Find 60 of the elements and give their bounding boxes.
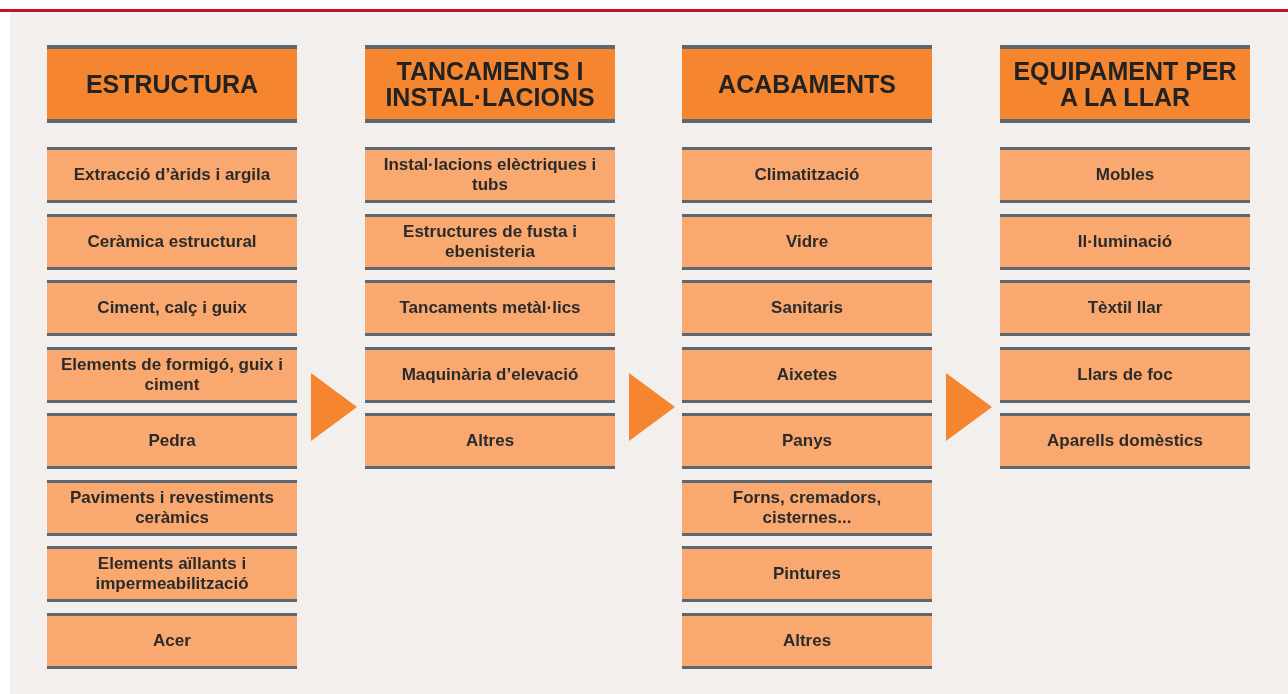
category-label: Tèxtil llar (1087, 298, 1163, 318)
header-text: TANCAMENTS I INSTAL·LACIONS (384, 57, 596, 111)
category-box (47, 346, 297, 403)
category-label: Aixetes (776, 364, 838, 385)
category-label: Llars de foc (1077, 364, 1173, 385)
category-label: Aparells domèstics (1047, 431, 1203, 451)
column-header (682, 45, 932, 123)
category-box (1000, 280, 1250, 336)
category-box (682, 346, 932, 403)
category-box (682, 147, 932, 203)
category-box (47, 213, 297, 270)
category-box (682, 546, 932, 602)
category-box (365, 413, 615, 469)
category-box (682, 413, 932, 469)
category-label: Mobles (1095, 165, 1155, 185)
category-box (47, 612, 297, 669)
category-label: Altres (782, 630, 832, 651)
category-label: Sanitaris (771, 298, 843, 318)
category-label: Pedra (148, 431, 196, 451)
category-box (365, 346, 615, 403)
header-text: ACABAMENTS (718, 70, 896, 98)
category-label: Acer (153, 630, 191, 651)
column-header (47, 45, 297, 123)
category-box (682, 213, 932, 270)
category-label: Vidre (785, 231, 829, 252)
category-box (1000, 213, 1250, 270)
category-box (47, 147, 297, 203)
category-box (682, 479, 932, 536)
category-box (682, 280, 932, 336)
category-box (1000, 413, 1250, 469)
category-label: Ciment, calç i guix (97, 298, 247, 318)
category-box (47, 413, 297, 469)
category-box (365, 213, 615, 270)
category-label: Forns, cremadors, cisternes... (731, 487, 883, 528)
category-label: Pintures (773, 564, 841, 584)
header-text: EQUIPAMENT PER A LA LLAR (1012, 57, 1238, 111)
category-box (47, 280, 297, 336)
category-label: Elements aïllants i impermeabilització (94, 554, 250, 594)
category-box (1000, 346, 1250, 403)
category-label: Il·luminació (1077, 231, 1173, 252)
category-label: Tancaments metàl·lics (399, 298, 581, 318)
category-box (365, 147, 615, 203)
category-label: Panys (781, 431, 833, 451)
category-box (47, 479, 297, 536)
category-box (47, 546, 297, 602)
category-label: Altres (465, 431, 515, 451)
header-text: ESTRUCTURA (85, 70, 259, 98)
category-label: Climatització (754, 165, 860, 185)
category-label: Ceràmica estructural (87, 231, 257, 252)
category-label: Elements de formigó, guix i ciment (60, 354, 284, 395)
column-header (365, 45, 615, 123)
category-box (682, 612, 932, 669)
category-label: Extracció d’àrids i argila (73, 165, 271, 185)
column-header (1000, 45, 1250, 123)
category-label: Estructures de fusta i ebenisteria (402, 221, 578, 262)
category-label: Maquinària d’elevació (401, 364, 579, 385)
category-box (365, 280, 615, 336)
category-box (1000, 147, 1250, 203)
category-label: Instal·lacions elèctriques i tubs (382, 155, 598, 195)
category-label: Paviments i revestiments ceràmics (68, 487, 276, 528)
